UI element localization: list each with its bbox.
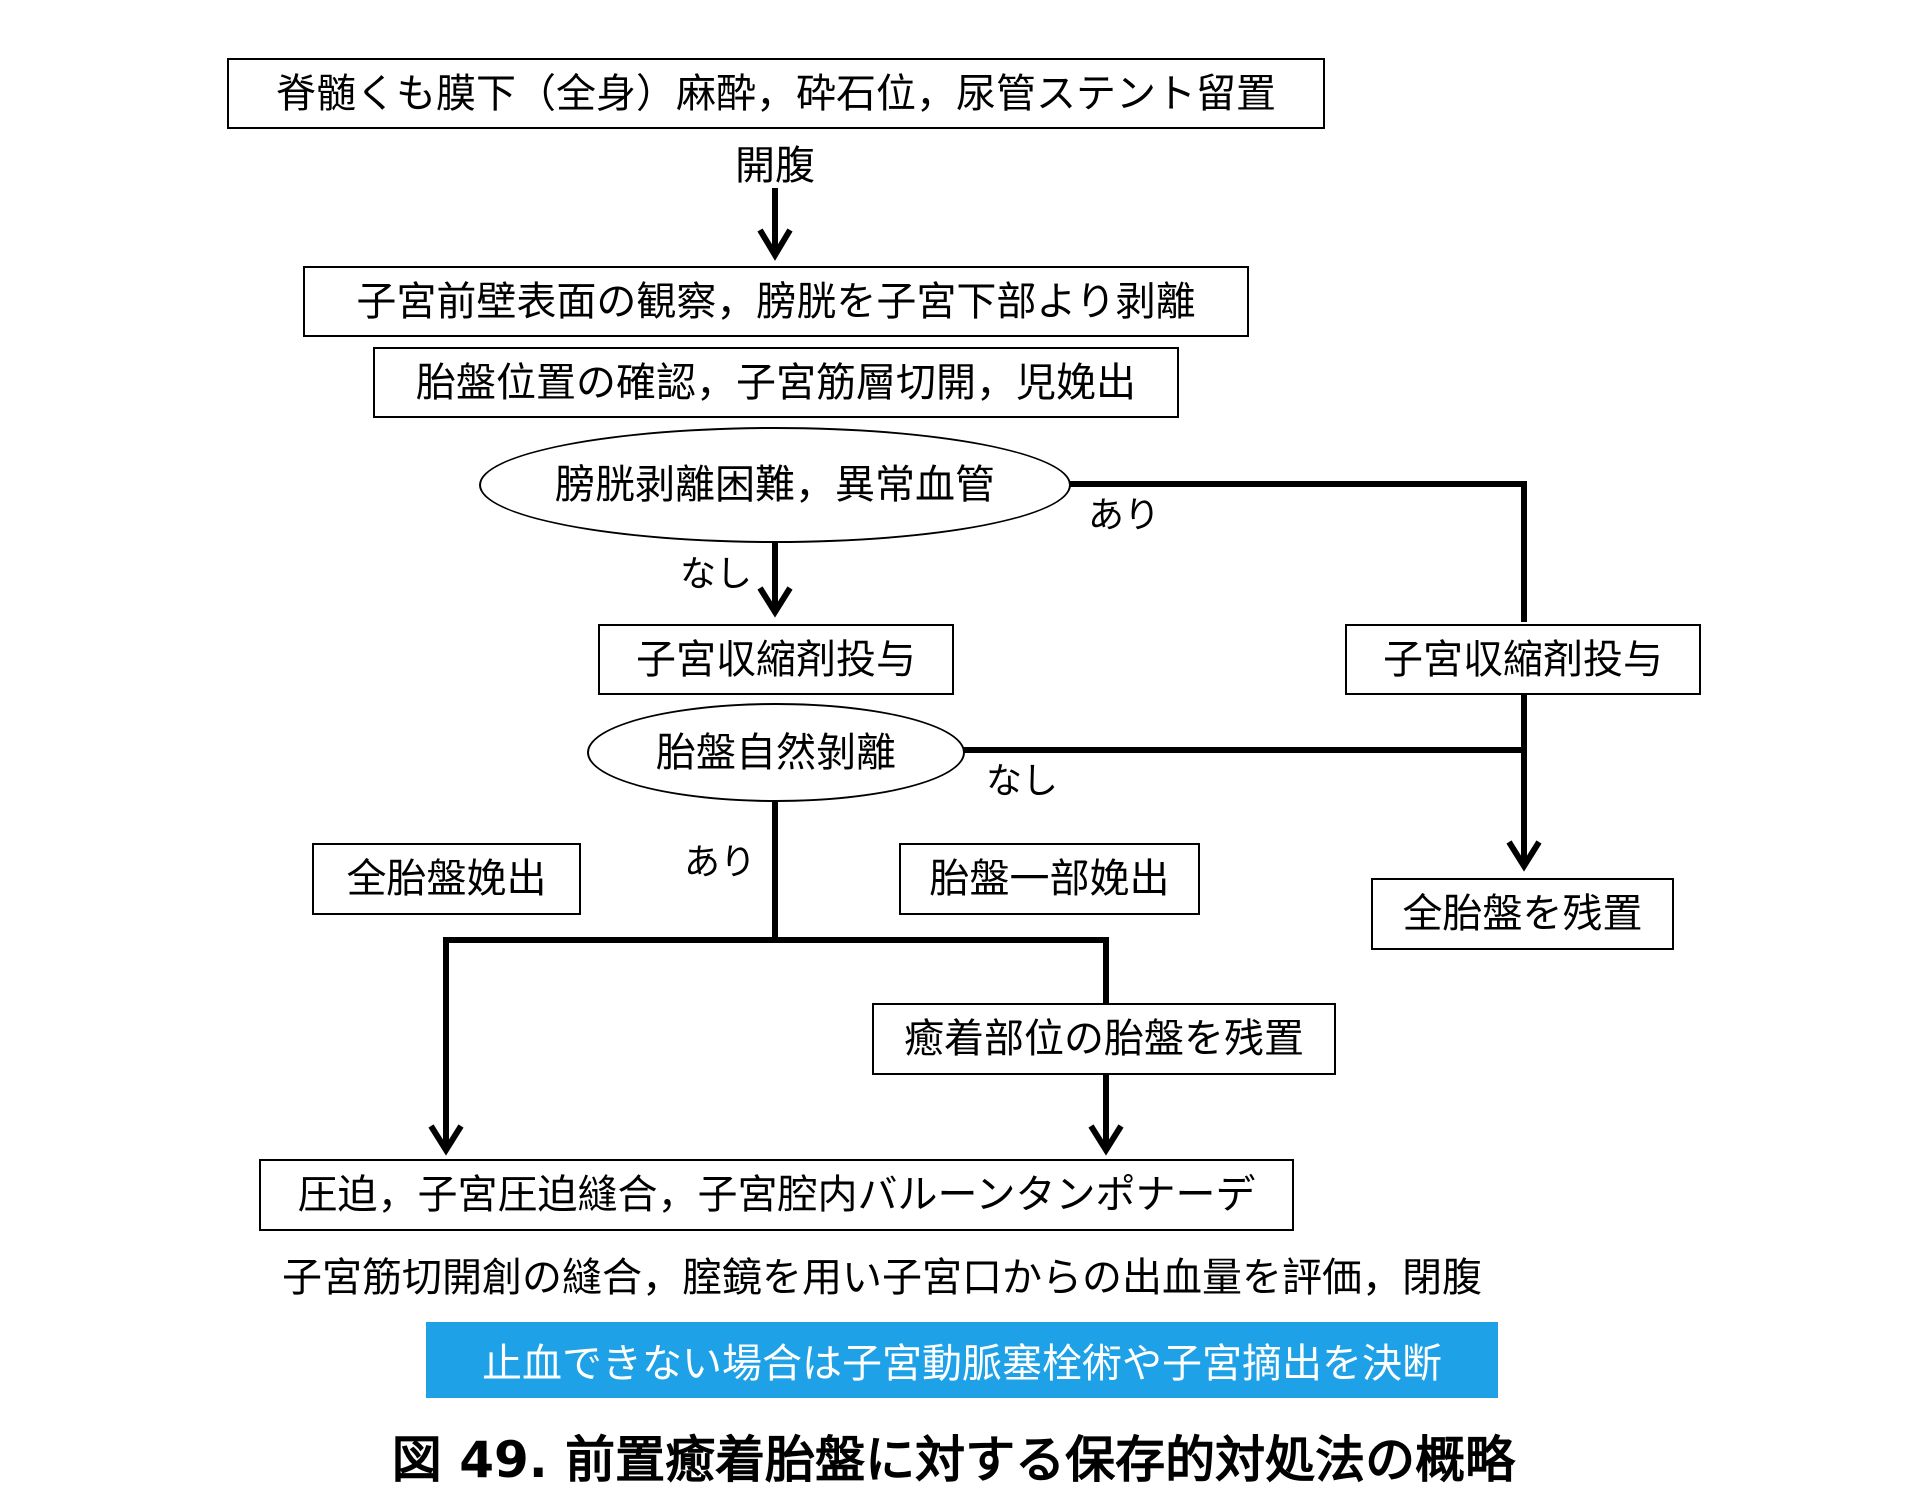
arrowhead-no-1 <box>757 586 793 618</box>
compression-box: 圧迫，子宮圧迫縫合，子宮腔内バルーンタンポナーデ <box>259 1159 1294 1231</box>
line-yes-1 <box>1068 481 1527 622</box>
line-split <box>443 937 1109 1150</box>
label-yes-1: あり <box>1088 495 1161 536</box>
leave-all-box: 全胎盤を残置 <box>1371 878 1674 950</box>
arrowhead-accreta-down <box>1088 1124 1124 1156</box>
uterotonic-left-box: 子宮収縮剤投与 <box>598 624 954 695</box>
closure-text: 子宮筋切開創の縫合，腟鏡を用い子宮口からの出血量を評価，閉腹 <box>282 1255 1482 1301</box>
label-yes-2: あり <box>684 842 757 883</box>
arrowhead-right-down <box>1506 840 1542 872</box>
step-observe-box: 子宮前壁表面の観察，膀胱を子宮下部より剥離 <box>303 266 1249 337</box>
decision-bladder-oval: 膀胱剥離困難，異常血管 <box>479 427 1071 543</box>
label-no-2: なし <box>986 761 1059 802</box>
step-confirm-box: 胎盤位置の確認，子宮筋層切開，児娩出 <box>373 347 1179 418</box>
step-anesthesia-box: 脊髄くも膜下（全身）麻酔，砕石位，尿管ステント留置 <box>227 58 1325 129</box>
notice-banner: 止血できない場合は子宮動脈塞栓術や子宮摘出を決断 <box>426 1322 1498 1398</box>
figure-caption: 図 49. 前置癒着胎盤に対する保存的対処法の概略 <box>391 1431 1516 1489</box>
uterotonic-right-box: 子宮収縮剤投与 <box>1345 624 1701 695</box>
partial-delivery-box: 胎盤一部娩出 <box>899 843 1200 915</box>
leave-accreta-box: 癒着部位の胎盤を残置 <box>872 1003 1336 1075</box>
full-delivery-box: 全胎盤娩出 <box>312 843 581 915</box>
decision-separation-oval: 胎盤自然剝離 <box>587 703 965 802</box>
arrowhead-laparotomy <box>757 228 793 261</box>
label-no-1: なし <box>680 554 753 595</box>
arrowhead-left-branch <box>428 1124 464 1156</box>
laparotomy-label: 開腹 <box>735 143 815 189</box>
